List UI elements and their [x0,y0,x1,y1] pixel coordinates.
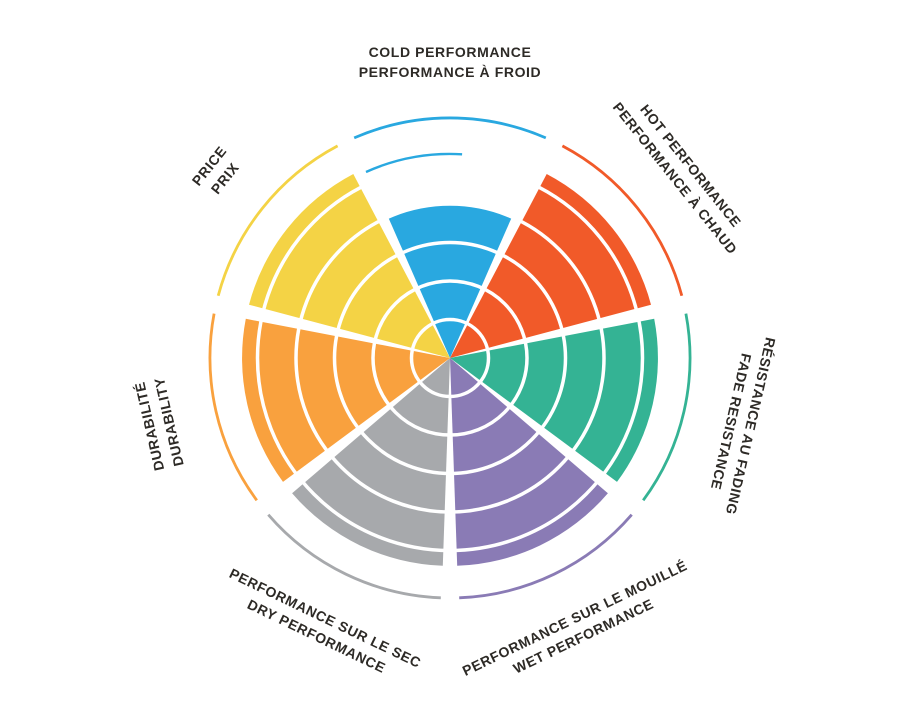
outer-arc-wet-performance [459,513,633,600]
grid-ring-3 [332,240,568,476]
label-cold-performance: COLD PERFORMANCE PERFORMANCE À FROID [359,42,542,82]
sector-wedge-fade-resistance [450,318,658,482]
outer-arc-hot-performance [561,144,684,297]
outer-arc-dry-performance [267,513,441,600]
grid-ring-5 [255,163,645,553]
marker-arc-cold-performance [365,152,463,174]
outer-arc-durability [208,313,258,502]
label-line-2: PERFORMANCE À FROID [358,64,542,80]
grid-ring-4 [294,202,606,514]
outer-arc-cold-performance [353,116,547,140]
sector-wedge-durability [242,318,450,482]
grid-ring-1 [409,317,491,399]
sector-wedge-hot-performance [450,174,651,358]
sector-wedge-dry-performance [292,358,450,566]
outer-arc-price [216,144,339,297]
grid-ring-2 [371,279,529,437]
sector-wedge-wet-performance [450,358,608,566]
sector-wedge-price [249,174,450,358]
label-line-1: COLD PERFORMANCE [368,44,532,60]
outer-arc-fade-resistance [642,313,692,502]
